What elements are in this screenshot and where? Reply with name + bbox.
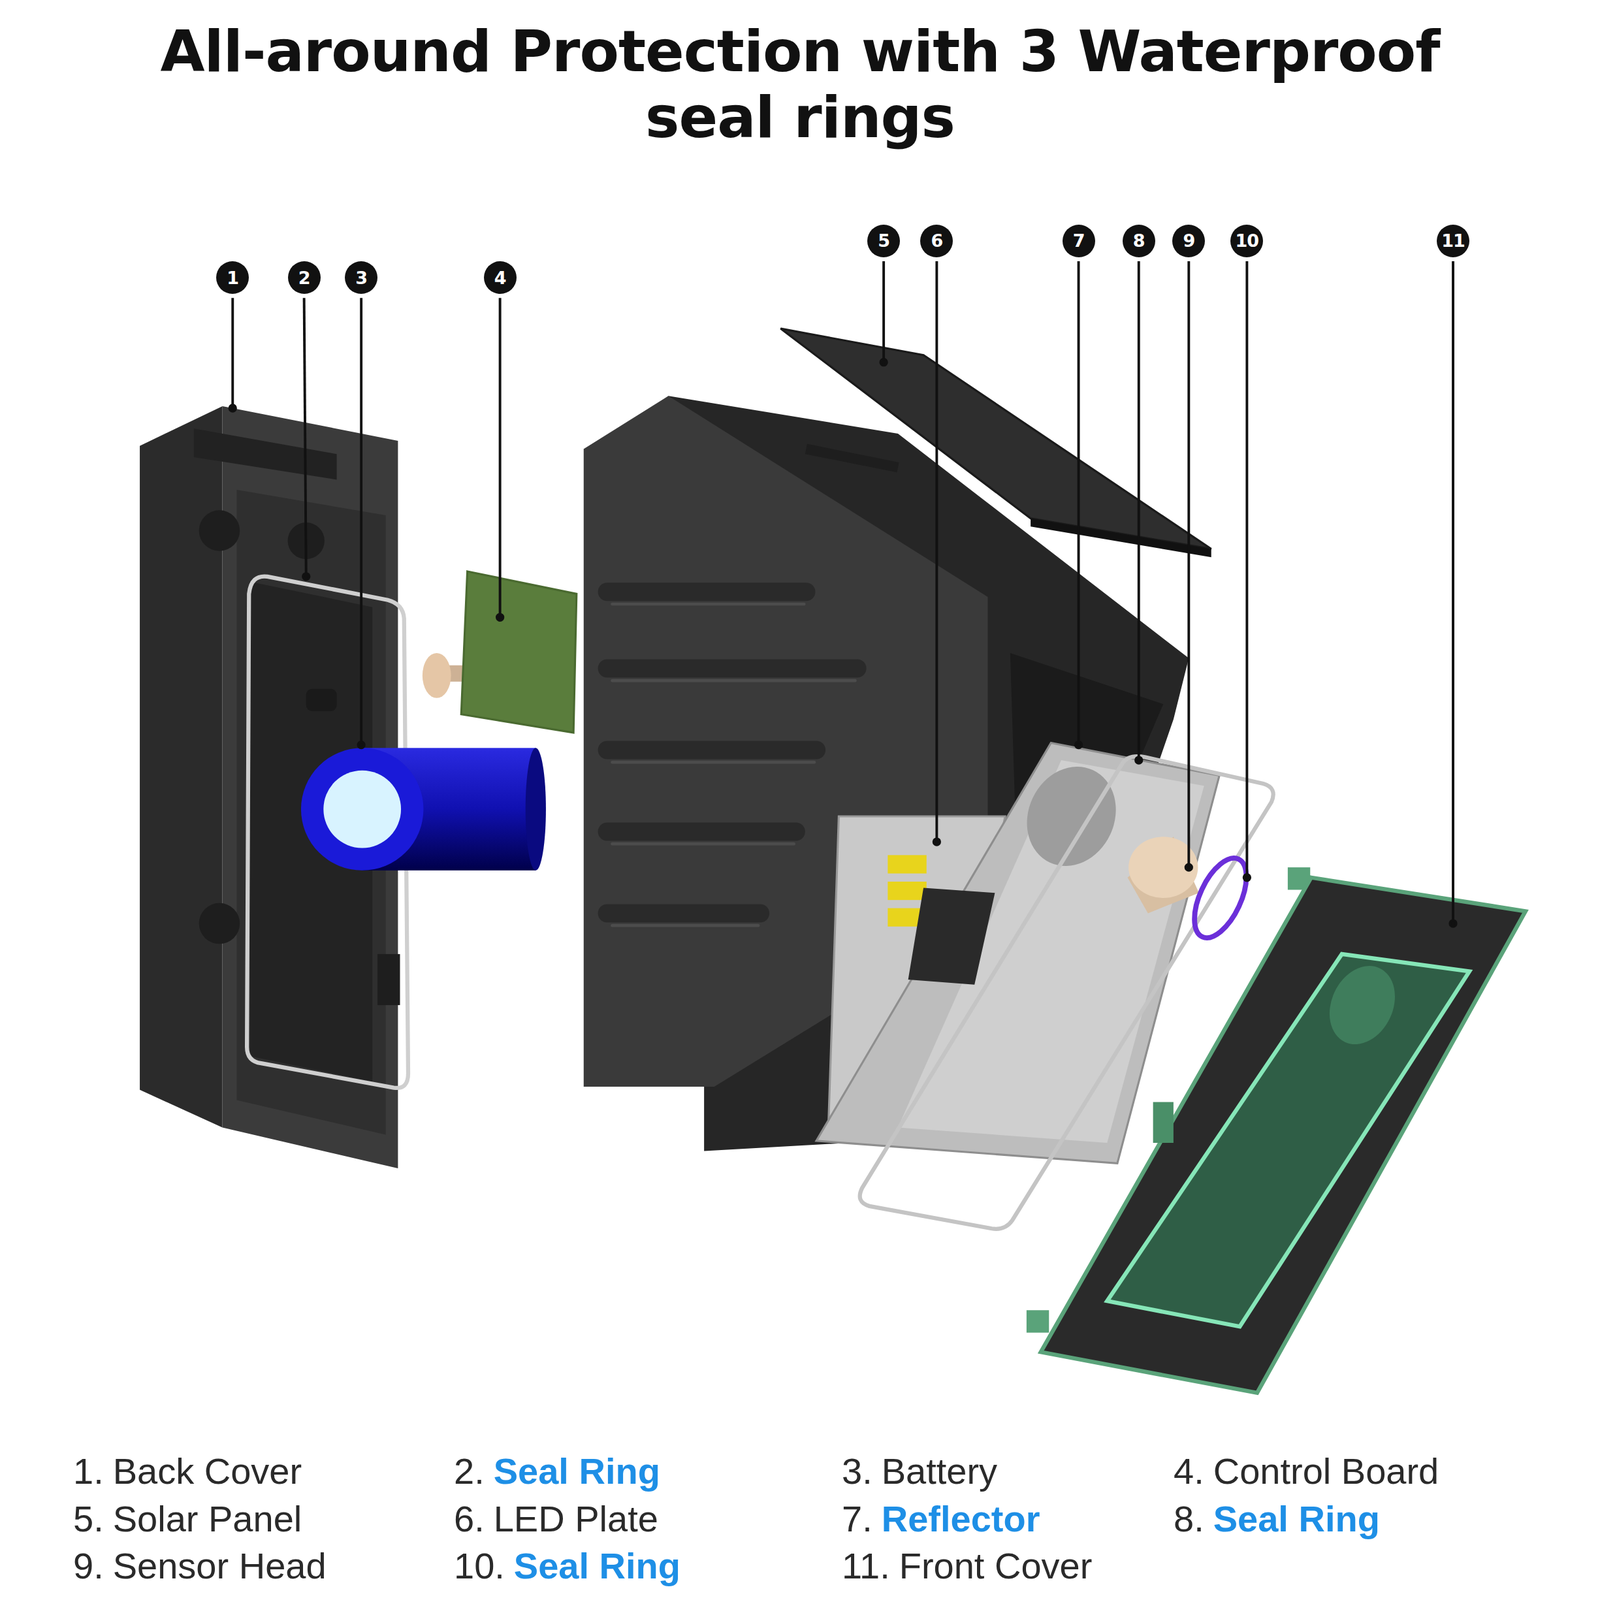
battery — [301, 747, 546, 871]
housing — [607, 591, 858, 926]
leader-lines — [496, 614, 503, 621]
reflector — [1010, 751, 1132, 881]
legend-number: 10. — [453, 1545, 505, 1587]
leader-lines — [1185, 864, 1192, 870]
solar-panel — [780, 328, 1211, 550]
front-cover — [1153, 1102, 1174, 1144]
leader-lines — [1451, 261, 1455, 924]
housing — [607, 822, 797, 841]
callout-number: 9 — [1172, 224, 1205, 258]
front-cover — [1317, 955, 1408, 1056]
housing — [612, 679, 856, 683]
housing — [607, 658, 858, 678]
leader-lines — [1187, 261, 1190, 868]
part-name: Reflector — [881, 1498, 1041, 1540]
housing — [612, 842, 795, 846]
callout-number: 2 — [288, 261, 321, 294]
housing — [805, 449, 898, 468]
leader-lines — [1449, 920, 1456, 927]
leader-lines — [229, 404, 236, 411]
page-title: All-around Protection with 3 Waterproof … — [146, 18, 1454, 151]
back-cover — [193, 428, 337, 480]
callout-number: 3 — [344, 261, 378, 294]
leader-lines — [1244, 874, 1250, 881]
housing — [612, 924, 759, 928]
leader-lines — [303, 573, 309, 580]
part-name: LED Plate — [493, 1498, 659, 1540]
reflector — [816, 743, 1220, 1164]
legend-number: 1. — [73, 1450, 104, 1493]
callout-number: 7 — [1062, 224, 1096, 258]
housing — [607, 903, 761, 923]
legend-number: 5. — [73, 1498, 104, 1540]
leader-lines — [1135, 756, 1142, 763]
front-cover — [1106, 954, 1470, 1327]
legend-number: 11. — [841, 1545, 891, 1587]
battery — [323, 770, 401, 849]
leader-lines — [357, 741, 364, 748]
part-name: Seal Ring — [513, 1545, 681, 1587]
front-cover — [1040, 877, 1526, 1393]
back-cover — [199, 903, 241, 945]
solar-panel — [1030, 518, 1212, 558]
part-name: Battery — [881, 1450, 998, 1493]
part-name: Front Cover — [899, 1545, 1093, 1587]
led-plate — [887, 854, 927, 874]
legend-number: 3. — [841, 1450, 873, 1493]
front-cover — [1026, 1310, 1049, 1333]
leader-lines — [304, 297, 307, 577]
leader-lines — [1075, 741, 1082, 748]
battery — [525, 747, 546, 871]
callout-number: 8 — [1122, 224, 1156, 258]
callout-number: 10 — [1230, 224, 1264, 258]
part-name: Seal Ring — [493, 1450, 661, 1493]
solar-panel — [780, 328, 1211, 558]
reflector — [908, 887, 996, 985]
leader-lines — [882, 261, 885, 363]
led-plate — [887, 881, 927, 900]
leader-lines — [880, 359, 887, 366]
leader-lines — [1137, 261, 1141, 761]
leader-lines — [1077, 261, 1081, 746]
leader-lines — [933, 838, 940, 845]
housing — [612, 602, 805, 607]
legend-number: 2. — [453, 1450, 485, 1493]
leader-lines — [935, 261, 938, 842]
leader-lines — [229, 261, 1457, 927]
legend-number: 4. — [1173, 1450, 1205, 1493]
leader-lines — [359, 297, 363, 745]
battery — [301, 747, 424, 871]
front-cover — [1026, 867, 1526, 1393]
back-cover — [199, 510, 241, 552]
back-cover — [377, 954, 400, 1006]
legend-number: 6. — [453, 1498, 485, 1540]
control-board — [422, 653, 452, 699]
housing — [607, 582, 807, 601]
legend-number: 7. — [841, 1498, 873, 1540]
legend-number: 8. — [1173, 1498, 1205, 1540]
back-cover — [306, 688, 337, 712]
part-name: Back Cover — [112, 1450, 302, 1493]
part-name: Seal Ring — [1213, 1498, 1380, 1540]
control-board — [461, 571, 577, 733]
callout-number: 11 — [1436, 224, 1470, 258]
callout-number: 5 — [867, 224, 900, 258]
leader-lines — [231, 297, 234, 409]
leader-lines — [1245, 261, 1248, 878]
part-name: Sensor Head — [112, 1545, 327, 1587]
reflector — [816, 743, 1220, 1164]
legend-number: 9. — [73, 1545, 104, 1587]
part-name: Solar Panel — [112, 1498, 303, 1540]
callout-number: 6 — [920, 224, 953, 258]
leader-lines — [498, 297, 502, 618]
housing — [612, 760, 815, 765]
callout-number: 4 — [483, 261, 517, 294]
housing — [607, 740, 817, 759]
part-name: Control Board — [1213, 1450, 1440, 1493]
callout-number: 1 — [216, 261, 249, 294]
